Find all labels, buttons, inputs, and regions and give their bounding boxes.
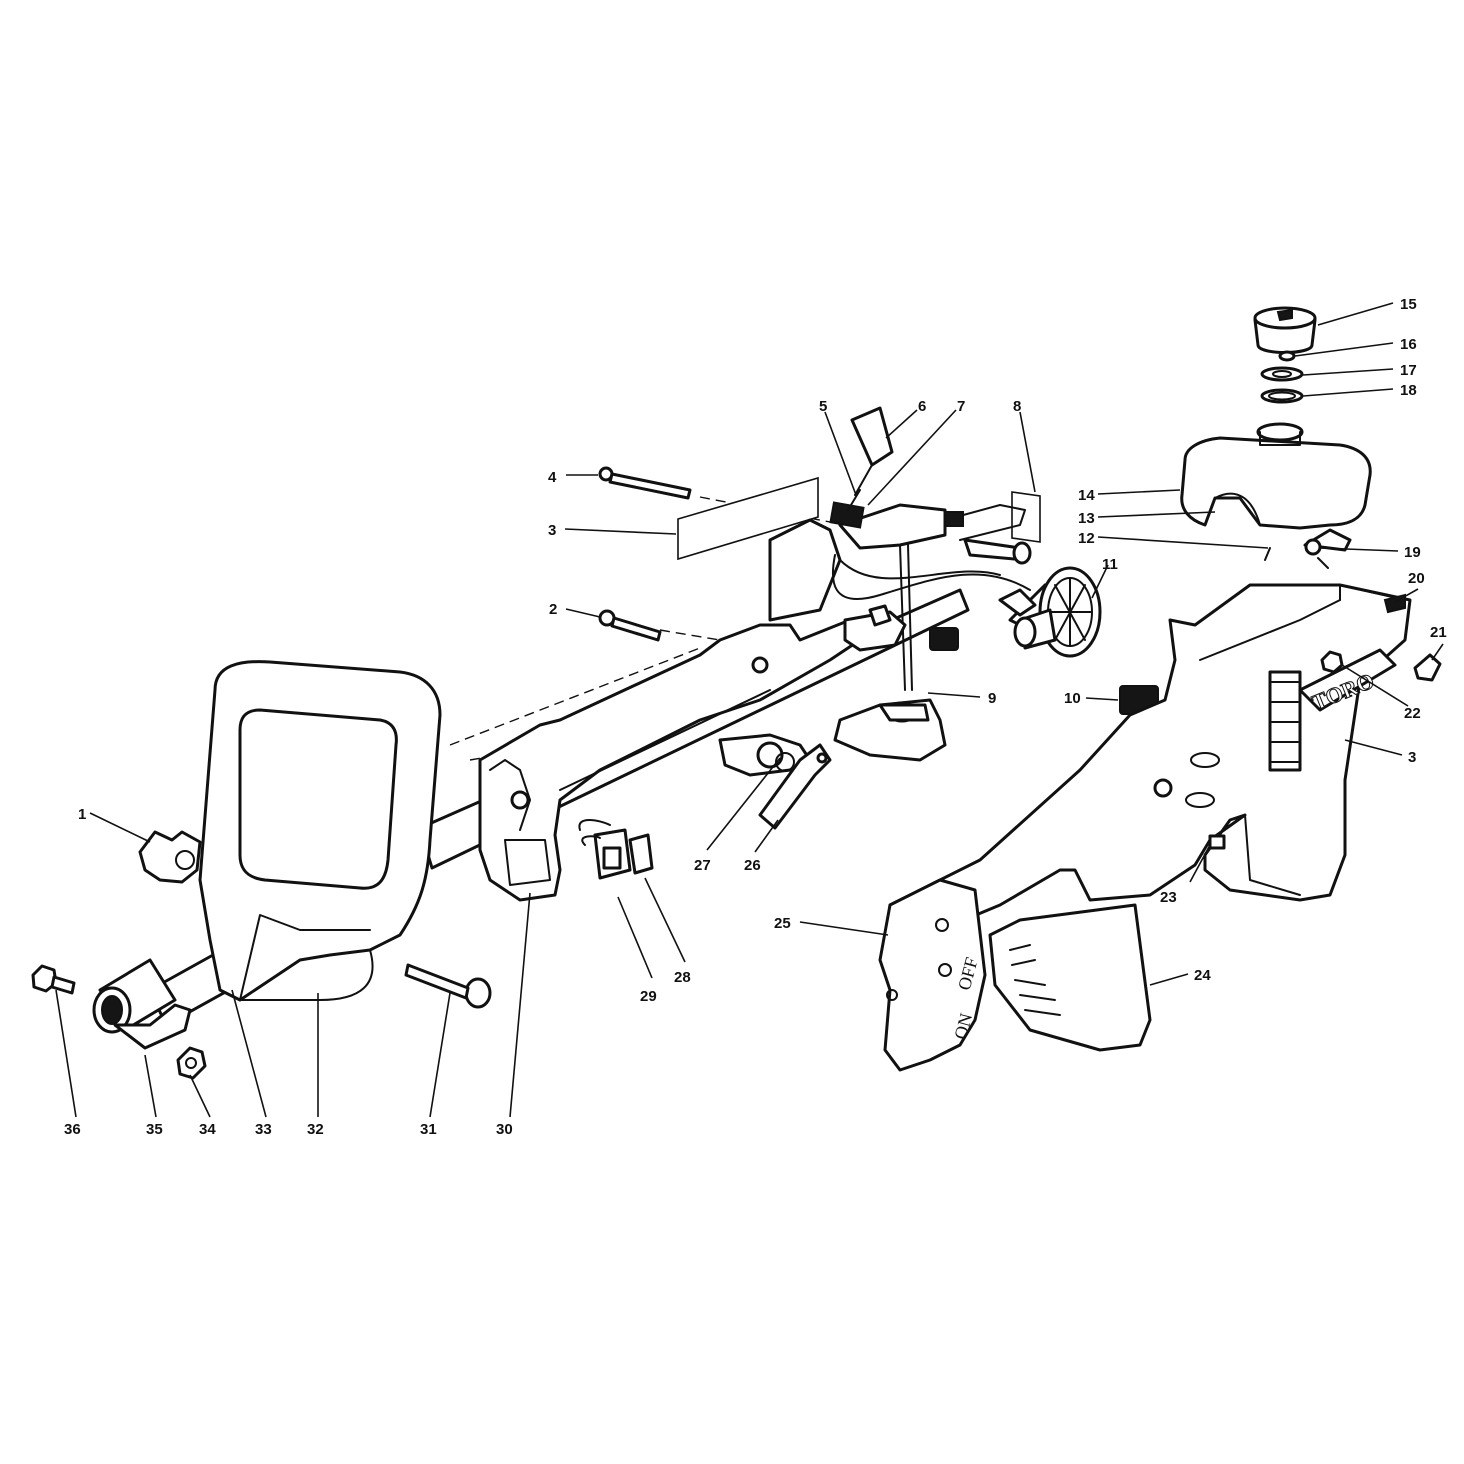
- callout-1: 1: [78, 806, 86, 823]
- callout-16: 16: [1400, 336, 1417, 353]
- callout-32: 32: [307, 1121, 324, 1138]
- callout-30: 30: [496, 1121, 513, 1138]
- callout-28: 28: [674, 969, 691, 986]
- callout-33: 33: [255, 1121, 272, 1138]
- callout-6: 6: [918, 398, 926, 415]
- switch-cover: OFF ON: [878, 878, 987, 1072]
- hex-nut-34: [176, 1046, 207, 1080]
- shaft-coupler: [92, 958, 177, 1034]
- callout-26: 26: [744, 857, 761, 874]
- callout-20: 20: [1408, 570, 1425, 587]
- wire-cap-6: [847, 406, 894, 511]
- bolt-36: [31, 964, 76, 995]
- callout-3: 3: [548, 522, 556, 539]
- knob-1: [138, 830, 202, 884]
- fuel-cap-15: [1253, 306, 1317, 354]
- callout-10: 10: [1064, 690, 1081, 707]
- callout-11: 11: [1102, 556, 1118, 573]
- callout-15: 15: [1400, 296, 1417, 313]
- callout-8: 8: [1013, 398, 1021, 415]
- clip-23: [1208, 834, 1226, 850]
- callout-23: 23: [1160, 889, 1177, 906]
- bolt-4: [598, 466, 692, 500]
- mounting-bracket-lower: [833, 698, 947, 762]
- callout-21: 21: [1430, 624, 1447, 641]
- callout-29: 29: [640, 988, 657, 1005]
- callout-5: 5: [819, 398, 827, 415]
- side-cover: [988, 903, 1152, 1052]
- callout-12: 12: [1078, 530, 1095, 547]
- fuel-tank: [1180, 422, 1372, 552]
- fuel-line-19: [1264, 538, 1329, 569]
- nut-22: [1320, 650, 1344, 674]
- callout-9: 9: [988, 690, 996, 707]
- toro-logo-plate: TORO: [1298, 648, 1397, 716]
- callout-7: 7: [957, 398, 965, 415]
- leader-lines: [55, 302, 1444, 1118]
- decal-8: [1011, 491, 1041, 543]
- throttle-mechanism: [718, 733, 832, 830]
- washer-17: [1260, 366, 1304, 382]
- callout-3: 3: [1408, 749, 1416, 766]
- handle-frame-upper: [768, 503, 1031, 691]
- callout-13: 13: [1078, 510, 1095, 527]
- clip-21: [1413, 653, 1442, 682]
- callout-2: 2: [549, 601, 557, 618]
- callout-19: 19: [1404, 544, 1421, 561]
- vent-valve-16: [1278, 350, 1296, 362]
- gasket-18: [1260, 388, 1304, 404]
- loop-handle: [198, 660, 442, 1002]
- spacer-cylinder-top: [963, 538, 1032, 565]
- switch-assembly: [578, 819, 654, 880]
- engine-housing-right: [888, 583, 1412, 932]
- decal-3-left: [677, 476, 819, 561]
- fan-assembly: [998, 566, 1102, 658]
- bolt-2: [598, 609, 662, 642]
- callout-36: 36: [64, 1121, 81, 1138]
- callout-34: 34: [199, 1121, 216, 1138]
- grommet-blocks: [843, 604, 907, 652]
- callout-17: 17: [1400, 362, 1417, 379]
- handle-housing-left: [478, 618, 862, 902]
- callout-22: 22: [1404, 705, 1421, 722]
- callout-35: 35: [146, 1121, 163, 1138]
- carriage-bolt-31: [404, 963, 492, 1009]
- callout-24: 24: [1194, 967, 1211, 984]
- callout-18: 18: [1400, 382, 1417, 399]
- callout-4: 4: [548, 469, 557, 486]
- callout-31: 31: [420, 1121, 437, 1138]
- clamp-bracket: [113, 1003, 192, 1050]
- callout-25: 25: [774, 915, 791, 932]
- callout-27: 27: [694, 857, 711, 874]
- callouts: 1 2 3 3 4 5 6 7 8 9 10 11 12 13 14 15 16…: [64, 296, 1447, 1138]
- callout-14: 14: [1078, 487, 1095, 504]
